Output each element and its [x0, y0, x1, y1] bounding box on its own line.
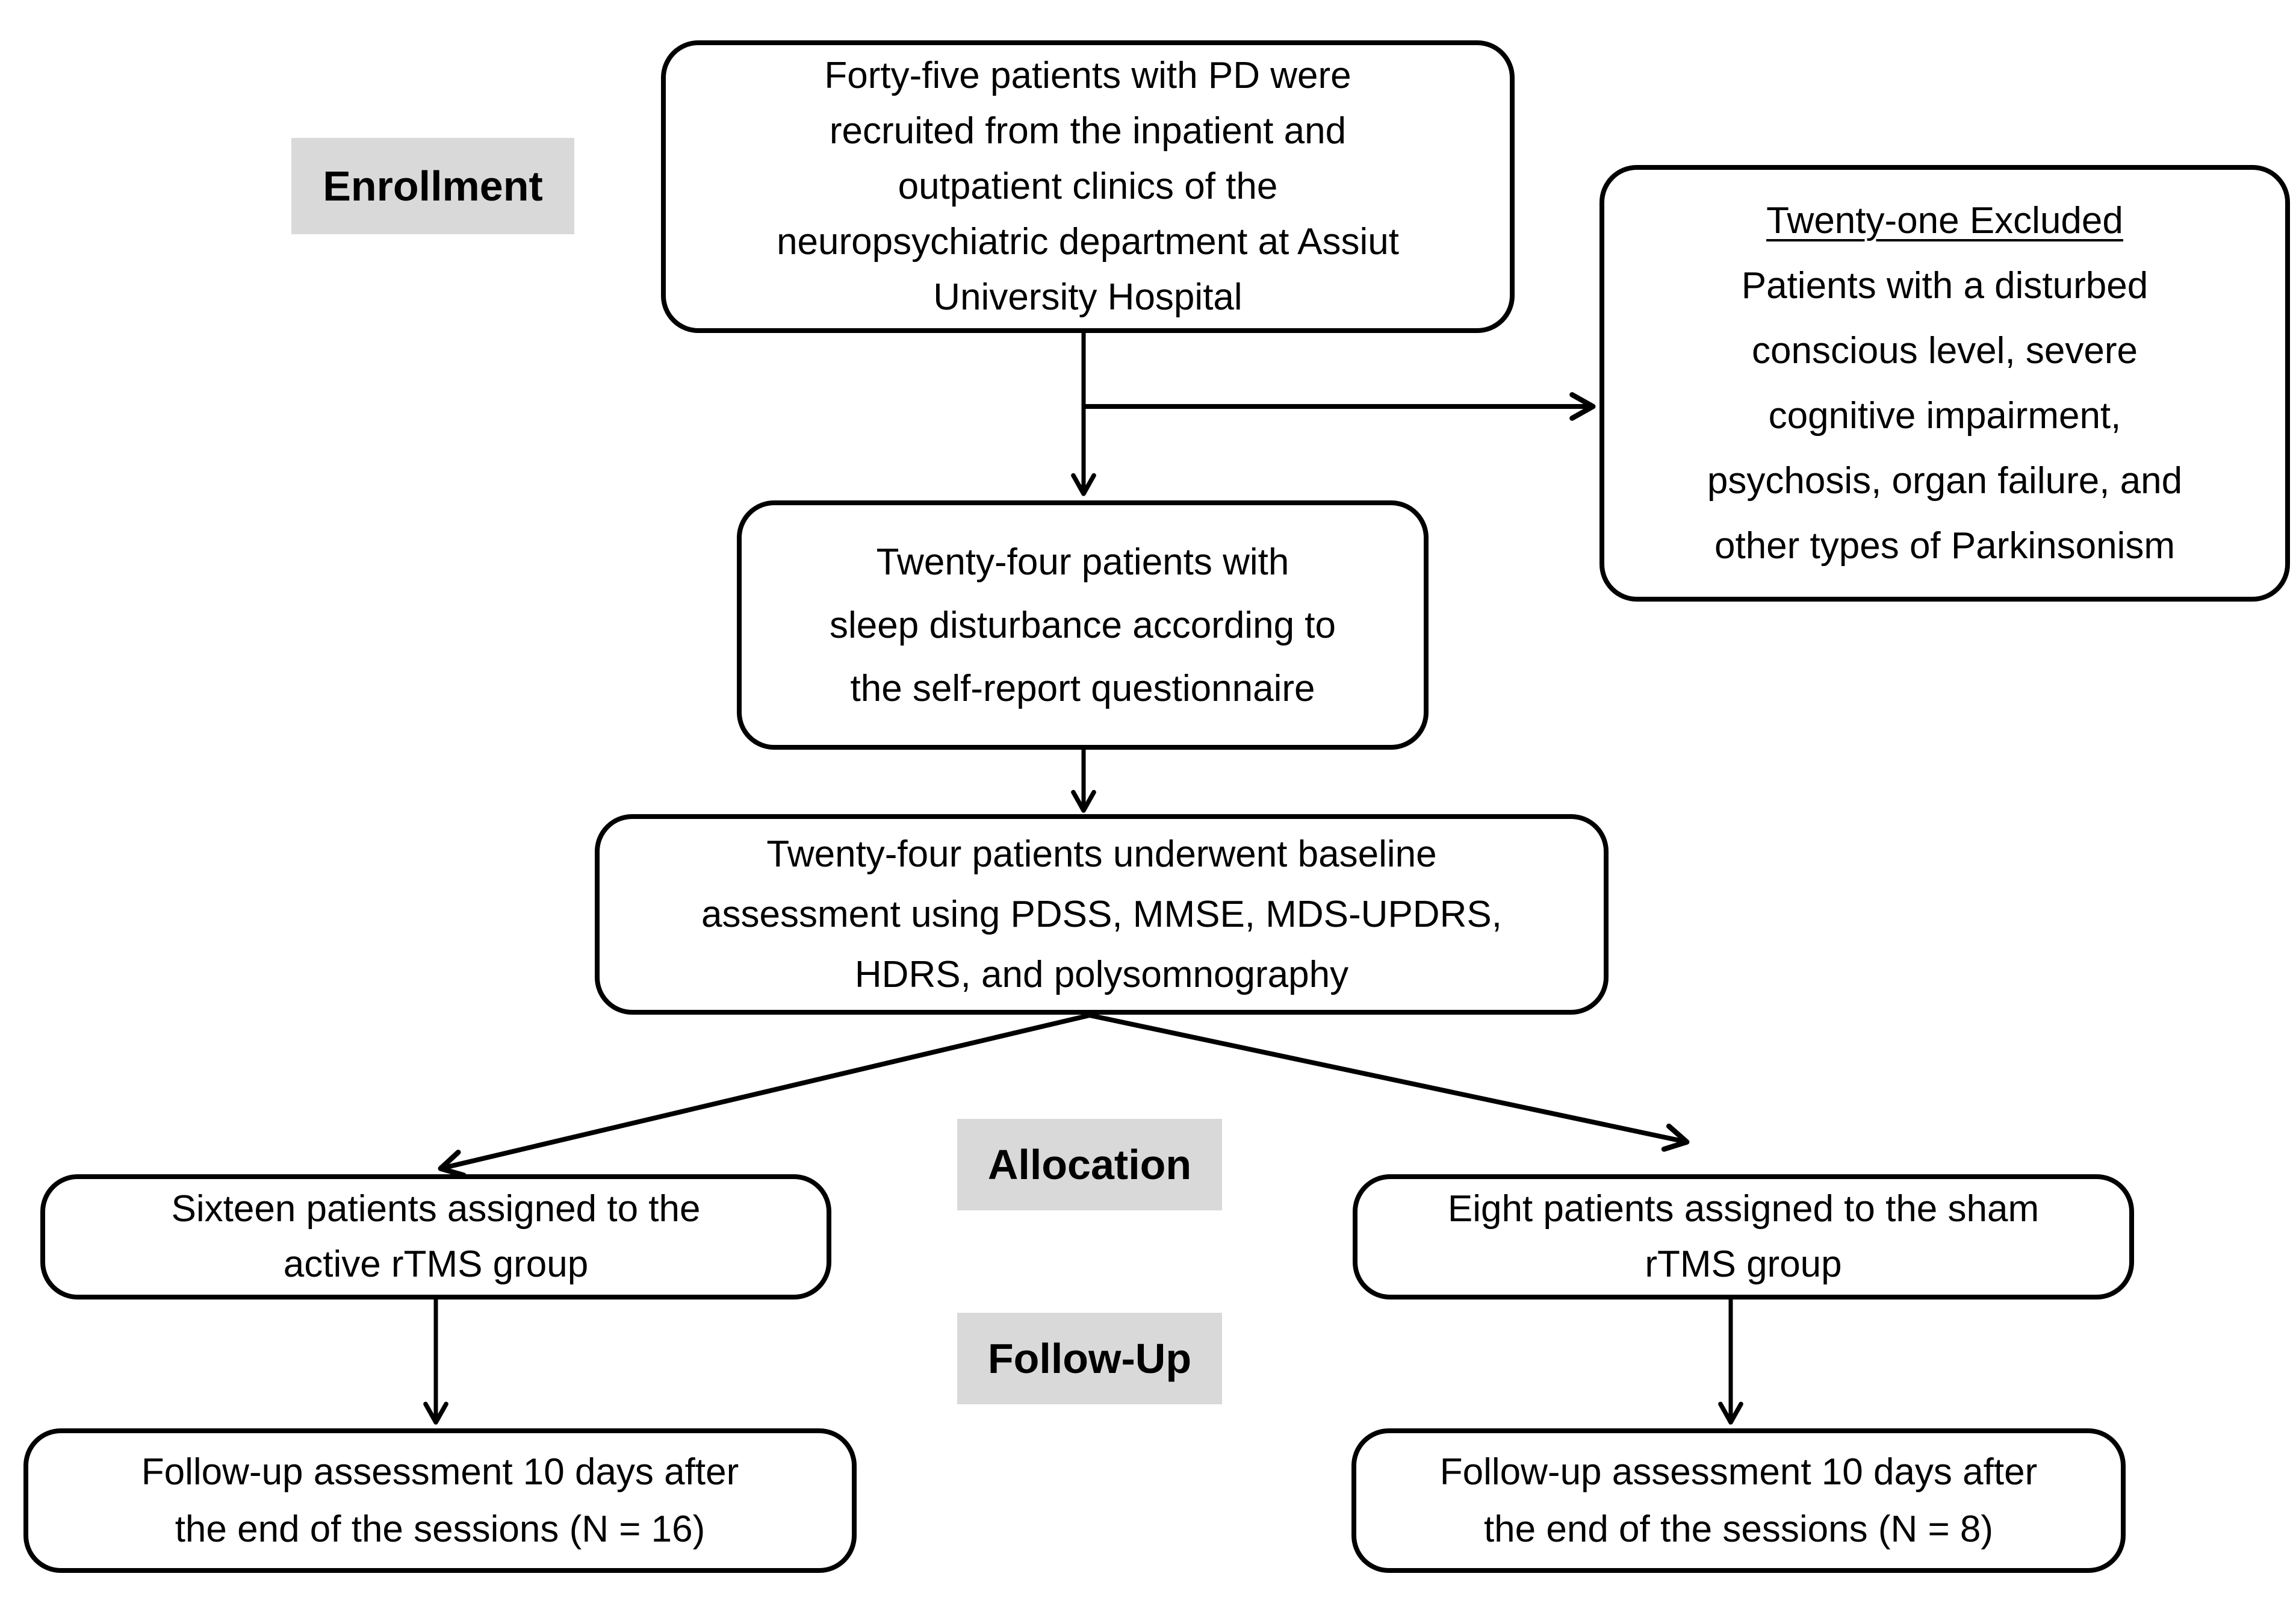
enrollment-stage-label: Enrollment — [291, 138, 574, 234]
excluded-box: Twenty-one Excluded Patients with a dist… — [1599, 165, 2290, 602]
arrow-baseline-to-active — [438, 1013, 1090, 1178]
arrow-baseline-to-sham — [1089, 1013, 1690, 1152]
excluded-box-title: Twenty-one Excluded — [1766, 199, 2123, 241]
active-rtms-group-box: Sixteen patients assigned to the active … — [40, 1174, 831, 1300]
sham-rtms-group-box: Eight patients assigned to the sham rTMS… — [1353, 1174, 2134, 1300]
recruited-box: Forty-five patients with PD were recruit… — [661, 40, 1515, 333]
followup-sham-box: Follow-up assessment 10 days after the e… — [1351, 1428, 2126, 1573]
sleep-disturbance-box: Twenty-four patients with sleep disturba… — [737, 500, 1429, 750]
excluded-box-body: Patients with a disturbed conscious leve… — [1707, 264, 2183, 567]
allocation-stage-label: Allocation — [957, 1119, 1222, 1210]
followup-active-box: Follow-up assessment 10 days after the e… — [23, 1428, 857, 1573]
baseline-assessment-box: Twenty-four patients underwent baseline … — [595, 814, 1609, 1015]
followup-stage-label: Follow-Up — [957, 1313, 1222, 1404]
